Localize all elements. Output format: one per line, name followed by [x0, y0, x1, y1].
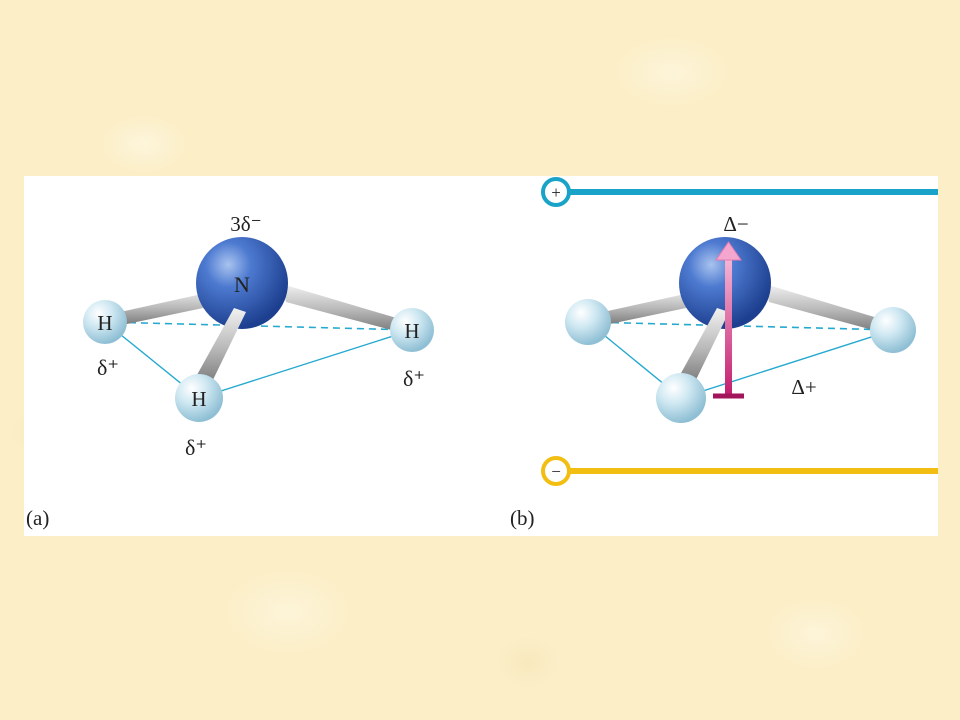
- panel-b: + −: [510, 177, 938, 530]
- hydrogen-atom-left: [83, 300, 127, 344]
- positive-plate-terminal: [541, 177, 571, 207]
- hydrogen-label-left: H: [97, 311, 112, 335]
- b-hydrogen-atom-left: [565, 299, 611, 345]
- panel-a: N H H H 3δ⁻ δ⁺ δ⁺ δ⁺ (a): [26, 212, 434, 530]
- bond-n-h-left: [102, 288, 229, 328]
- bond-n-h-right: [282, 284, 414, 336]
- dipole-positive-charge: Δ+: [791, 375, 816, 399]
- negative-plate-terminal: [541, 456, 571, 486]
- figure-panel: N H H H 3δ⁻ δ⁺ δ⁺ δ⁺ (a): [24, 176, 938, 536]
- nitrogen-label: N: [234, 272, 250, 297]
- b-bond-n-h-left: [585, 288, 712, 328]
- panel-a-label: (a): [26, 506, 49, 530]
- ammonia-dipole-diagram: N H H H 3δ⁻ δ⁺ δ⁺ δ⁺ (a): [26, 177, 938, 530]
- hydrogen-charge-left: δ⁺: [97, 355, 119, 380]
- hydrogen-charge-right: δ⁺: [403, 366, 425, 391]
- hydrogen-charge-front: δ⁺: [185, 435, 207, 460]
- bond-n-h-front: [192, 308, 246, 390]
- h-h-dashed-line: [104, 321, 413, 331]
- b-hydrogen-atom-front: [656, 373, 706, 423]
- h-h-line-right: [198, 329, 413, 399]
- dipole-arrow: [713, 241, 744, 399]
- hydrogen-label-front: H: [191, 387, 206, 411]
- negative-plate-sign: −: [551, 462, 561, 481]
- b-bond-n-h-right: [765, 284, 895, 336]
- dipole-negative-charge: Δ−: [723, 212, 748, 236]
- hydrogen-atom-right: [390, 308, 434, 352]
- nitrogen-charge: 3δ⁻: [230, 212, 261, 236]
- hydrogen-atom-front: [175, 374, 223, 422]
- b-h-h-line-right: [680, 329, 894, 399]
- b-h-h-dashed-line: [587, 321, 894, 331]
- b-bond-n-h-front: [675, 308, 729, 390]
- panel-b-label: (b): [510, 506, 535, 530]
- positive-plate-sign: +: [551, 183, 561, 202]
- b-hydrogen-atom-right: [870, 307, 916, 353]
- hydrogen-label-right: H: [404, 319, 419, 343]
- nitrogen-atom: [196, 237, 288, 329]
